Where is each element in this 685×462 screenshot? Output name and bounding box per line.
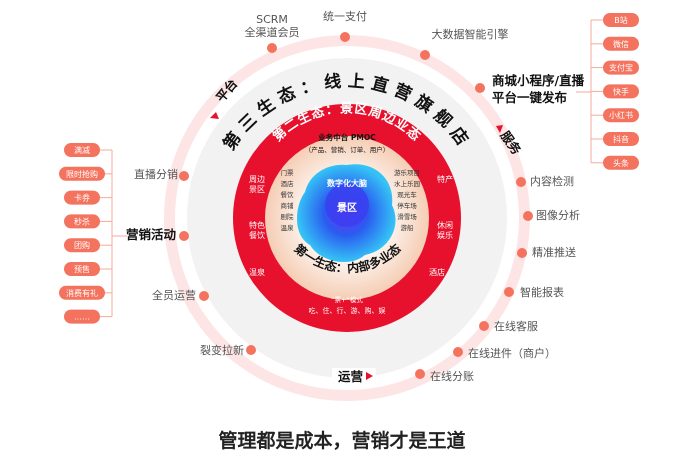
channel-pill[interactable]: 支付宝 bbox=[603, 60, 639, 75]
node-dot-icon bbox=[246, 345, 256, 355]
node-dot-icon bbox=[415, 369, 425, 379]
arrow-icon bbox=[366, 372, 373, 380]
pmoc-title: 业务中台 PMOC bbox=[318, 132, 376, 142]
business-item: 餐饮 bbox=[281, 190, 295, 199]
node-dot-icon bbox=[504, 287, 514, 297]
right-node-label: 图像分析 bbox=[536, 208, 580, 222]
right-node-label: 在线客服 bbox=[494, 319, 538, 333]
left-node-label: 直播分销 bbox=[134, 167, 178, 181]
ticket-mode-title: “票+”模式 bbox=[331, 295, 363, 304]
digital-brain-label: 数字化大脑 bbox=[327, 178, 367, 188]
business-item: 停车场 bbox=[397, 201, 417, 210]
red-ring-item: 特色餐饮 bbox=[249, 220, 265, 240]
pill-label: 卡券 bbox=[74, 193, 90, 203]
red-ring-item: 特产 bbox=[437, 174, 453, 184]
right-node-label: 在线分账 bbox=[430, 369, 474, 383]
channel-pill[interactable]: 头条 bbox=[603, 155, 639, 170]
node-dot-icon bbox=[479, 321, 489, 331]
node-dot-icon bbox=[475, 83, 485, 93]
red-ring-item: 酒店 bbox=[429, 267, 445, 277]
right-node-label: 内容检测 bbox=[530, 174, 574, 188]
node-dot-icon bbox=[453, 347, 463, 357]
ticket-mode-items: 吃、住、行、游、购、娱 bbox=[309, 306, 386, 315]
red-ring-item: 休闲娱乐 bbox=[437, 220, 453, 240]
business-item: 商铺 bbox=[281, 201, 295, 210]
channel-pill[interactable]: 快手 bbox=[603, 84, 639, 99]
channel-pill[interactable]: 小红书 bbox=[603, 108, 639, 123]
pill-label: B站 bbox=[614, 15, 628, 25]
top-node-label: 统一支付 bbox=[323, 10, 367, 23]
business-item: 门票 bbox=[281, 168, 295, 177]
arrow-icon bbox=[210, 112, 219, 119]
business-item: 酒店 bbox=[281, 179, 295, 188]
channel-pill[interactable]: 限时抢购 bbox=[59, 166, 105, 181]
red-ring-item: 周边景区 bbox=[249, 174, 265, 194]
pill-label: 头条 bbox=[613, 158, 629, 168]
channel-pill[interactable]: 预售 bbox=[64, 262, 100, 276]
ring-label-operation: 运营 bbox=[338, 369, 364, 384]
business-item: 剧院 bbox=[281, 212, 295, 221]
right-node-label: 精准推送 bbox=[532, 245, 576, 259]
pill-label: 快手 bbox=[613, 86, 629, 96]
pill-label: 支付宝 bbox=[609, 63, 633, 73]
business-item: 滑雪场 bbox=[397, 212, 417, 221]
channel-pill[interactable]: …… bbox=[64, 309, 100, 324]
pill-label: 秒杀 bbox=[74, 216, 90, 226]
top-node-label: 大数据智能引擎 bbox=[432, 27, 509, 41]
pill-label: …… bbox=[74, 313, 90, 322]
node-dot-icon bbox=[267, 43, 277, 53]
left-node-label: 营销活动 bbox=[126, 227, 177, 242]
channel-pill[interactable]: 微信 bbox=[603, 36, 639, 51]
node-dot-icon bbox=[340, 32, 350, 42]
right-node-label: 智能报表 bbox=[520, 285, 564, 299]
channel-pill[interactable]: B站 bbox=[603, 13, 639, 27]
left-node-label: 全员运营 bbox=[152, 288, 196, 302]
pill-label: 预售 bbox=[74, 264, 90, 274]
node-dot-icon bbox=[516, 177, 526, 187]
pill-label: 团购 bbox=[74, 240, 90, 250]
channel-pill[interactable]: 秒杀 bbox=[64, 214, 100, 229]
node-dot-icon bbox=[179, 171, 189, 181]
pmoc-subtitle: （产品、营销、订单、用户） bbox=[305, 145, 390, 154]
right-node-label: 在线进件（商户） bbox=[468, 346, 556, 360]
pill-label: 小红书 bbox=[609, 110, 633, 120]
pill-label: 满减 bbox=[74, 145, 90, 155]
channel-pill[interactable]: 抖音 bbox=[603, 132, 639, 146]
node-dot-icon bbox=[523, 211, 533, 221]
pill-label: 抖音 bbox=[613, 134, 629, 144]
pill-label: 消费有礼 bbox=[66, 288, 98, 298]
red-ring-item: 温泉 bbox=[249, 267, 265, 277]
right-heading-label: 商城小程序/直播平台一键发布 bbox=[492, 73, 585, 105]
left-node-label: 裂变拉新 bbox=[200, 343, 244, 357]
channel-pill[interactable]: 满减 bbox=[64, 143, 100, 157]
business-item: 游船 bbox=[401, 223, 415, 232]
business-item: 温泉 bbox=[281, 223, 295, 232]
scenic-core-label: 景区 bbox=[337, 202, 357, 214]
node-dot-icon bbox=[420, 50, 430, 60]
arrow-icon bbox=[496, 125, 503, 133]
business-item: 游乐项目 bbox=[394, 168, 420, 177]
channel-pill[interactable]: 团购 bbox=[64, 238, 100, 253]
footer-slogan: 管理都是成本，营销才是王道 bbox=[218, 429, 465, 452]
pill-label: 限时抢购 bbox=[66, 169, 98, 179]
pill-label: 微信 bbox=[613, 39, 629, 49]
channel-pill[interactable]: 卡券 bbox=[64, 190, 100, 205]
node-dot-icon bbox=[199, 291, 209, 301]
business-item: 水上乐园 bbox=[394, 179, 420, 188]
channel-pill[interactable]: 消费有礼 bbox=[59, 285, 105, 300]
business-item: 观光车 bbox=[397, 190, 417, 199]
node-dot-icon bbox=[179, 231, 189, 241]
node-dot-icon bbox=[517, 248, 527, 258]
